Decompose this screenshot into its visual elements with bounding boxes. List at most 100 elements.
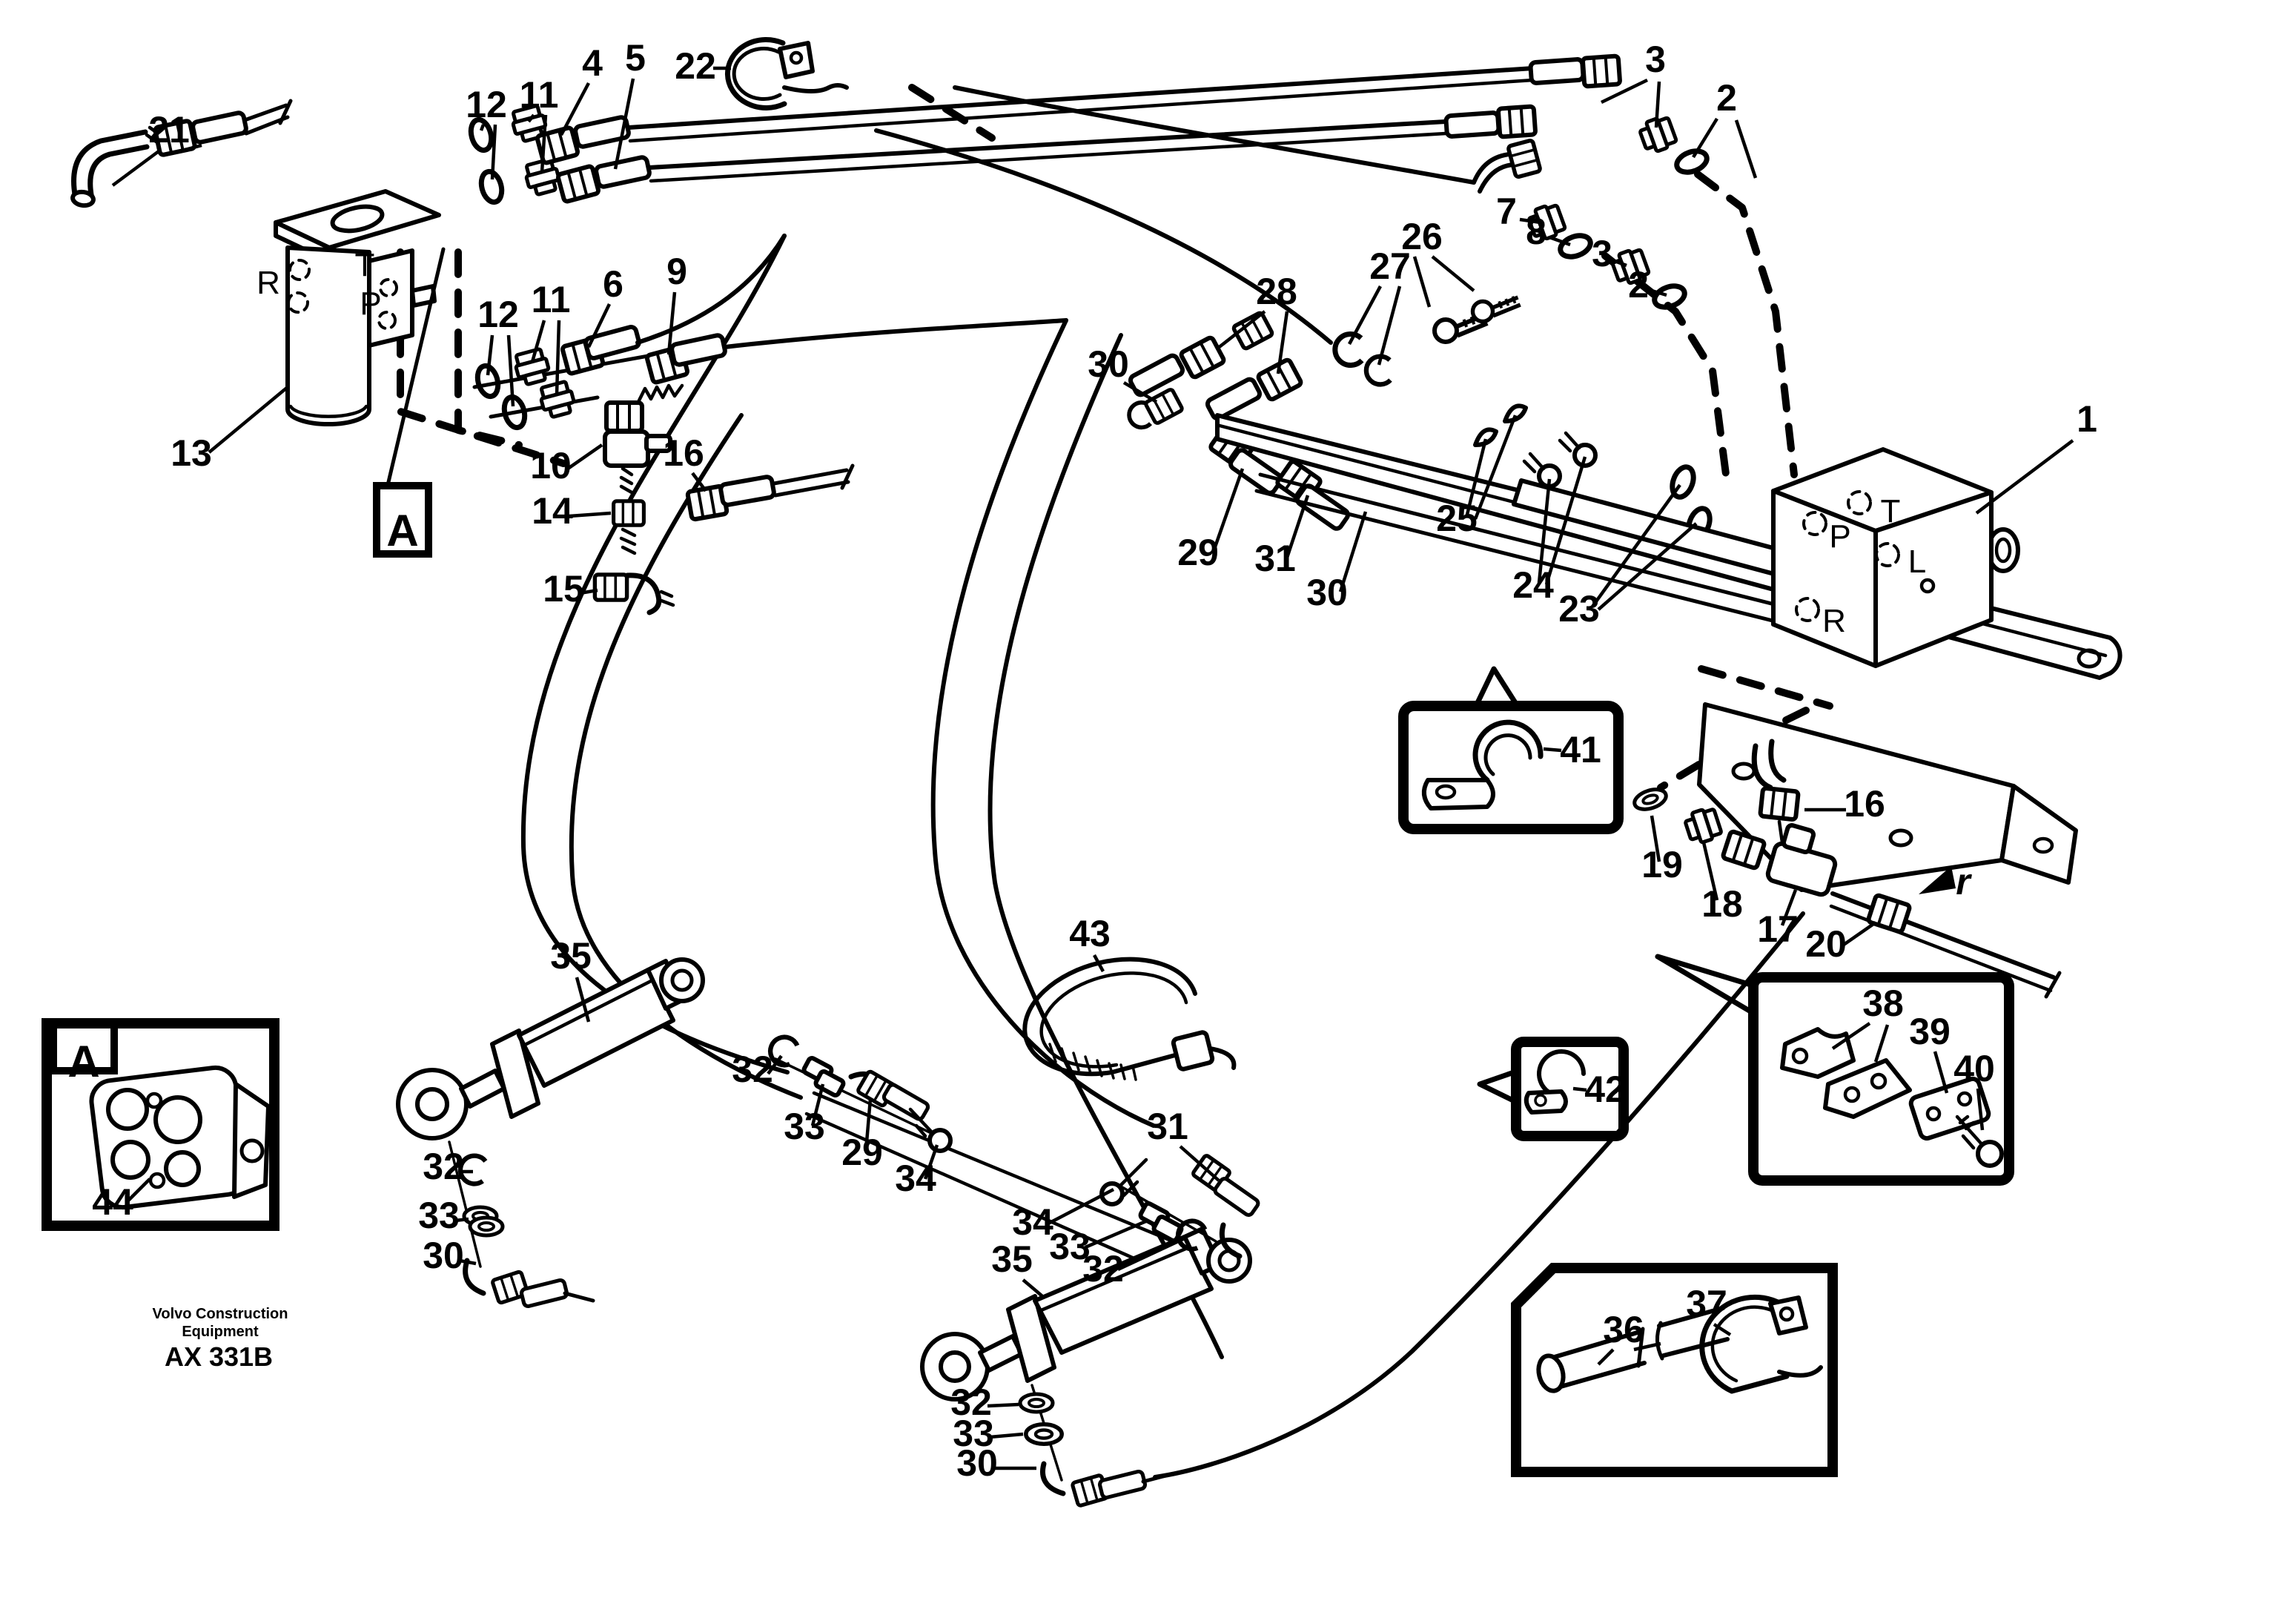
rail-and-valve-block [1215, 413, 2123, 892]
callout-30: 30 [423, 1235, 464, 1276]
leader-lines [111, 66, 2074, 1470]
leader-line-9 [666, 291, 677, 355]
steering-cylinder-upper [396, 957, 705, 1140]
callout-27: 27 [1369, 245, 1411, 287]
leader-line-13 [208, 386, 289, 454]
detail-view-a-letter: A [67, 1037, 99, 1086]
leader-line-2 [1651, 288, 1667, 297]
direction-arrow-r [1919, 866, 1956, 894]
callout-23: 23 [1558, 588, 1600, 630]
callout-19: 19 [1641, 844, 1683, 885]
leader-line-33 [1085, 1218, 1148, 1249]
leader-line-3 [1614, 259, 1627, 268]
leader-line-3 [1654, 81, 1661, 128]
figure-code: AX 331B [165, 1341, 273, 1372]
port-label-T-3: T [1881, 493, 1901, 529]
callout-40: 40 [1953, 1048, 1995, 1089]
callout-15: 15 [543, 568, 584, 610]
callout-41: 41 [1560, 729, 1601, 770]
leader-line-28 [1276, 311, 1289, 374]
callout-35: 35 [550, 935, 592, 977]
callout-29: 29 [841, 1132, 883, 1173]
inset-box-42 [1477, 1037, 1629, 1141]
leader-line-11 [555, 320, 561, 395]
leader-line-27 [1348, 285, 1382, 346]
callout-25: 25 [1436, 498, 1478, 539]
leader-line-2 [1734, 119, 1758, 179]
inset-box-41 [1398, 666, 1624, 834]
hose-pieces-36 [1536, 1306, 1730, 1393]
leader-line-15 [579, 588, 598, 595]
hose-7-8 [953, 85, 1476, 185]
callout-11: 11 [532, 279, 571, 320]
leader-line-24 [1544, 456, 1587, 585]
hose-20 [1830, 891, 2056, 980]
callout-21: 21 [148, 109, 190, 151]
leader-line-14 [569, 511, 612, 518]
callout-32: 32 [1082, 1248, 1124, 1290]
hose-sweep-mid-2 [987, 333, 1224, 1359]
hose-5 [647, 119, 1448, 170]
callout-6: 6 [603, 263, 623, 305]
leader-line-44 [126, 1178, 151, 1203]
leader-line-8 [1549, 235, 1571, 247]
inset-box-38-39-40 [1655, 954, 2014, 1186]
lower-cylinder-clevis-parts [1099, 1155, 1260, 1259]
callout-36: 36 [1603, 1309, 1644, 1350]
leader-line-27 [1377, 285, 1402, 366]
callout-14: 14 [532, 490, 573, 532]
brand-line-2: Equipment [182, 1324, 259, 1340]
port-label-L-5: L [1908, 544, 1926, 580]
leader-line-38 [1831, 1022, 1871, 1050]
callout-3: 3 [1645, 39, 1666, 80]
steering-valve-block [1771, 447, 1994, 668]
filter-unit-13 [274, 189, 446, 484]
leader-line-5 [613, 78, 635, 170]
leader-line-36 [1597, 1348, 1615, 1366]
callout-4: 4 [582, 42, 603, 84]
leader-line-30 [1338, 511, 1368, 592]
detail-ref-a-box [373, 482, 432, 558]
elbow-fitting-21 [70, 99, 293, 208]
callout-38: 38 [1862, 983, 1904, 1024]
leader-line-30 [459, 1258, 477, 1266]
port-label-R-6: R [1822, 603, 1846, 639]
leader-line-32 [987, 1402, 1019, 1408]
hose-6 [635, 234, 787, 345]
leader-line-21 [179, 143, 202, 153]
callout-18: 18 [1701, 883, 1743, 925]
leader-line-21 [111, 150, 160, 187]
leader-line-31 [1285, 495, 1310, 558]
leader-line-3 [1601, 78, 1648, 105]
callout-31: 31 [1254, 538, 1296, 579]
leader-line-34 [923, 1144, 939, 1180]
callout-35: 35 [991, 1238, 1033, 1280]
port-label-R-0: R [257, 265, 280, 301]
leader-line-42 [1572, 1086, 1587, 1092]
leader-line-32 [1117, 1236, 1185, 1272]
leader-line-25 [1464, 438, 1488, 518]
leader-line-7 [1519, 217, 1541, 225]
callout-22: 22 [675, 45, 716, 87]
leader-line-2 [1692, 117, 1718, 159]
valve-body-44 [89, 1065, 271, 1210]
callout-17: 17 [1757, 908, 1799, 950]
callout-33: 33 [418, 1195, 460, 1236]
callout-30: 30 [1306, 572, 1348, 613]
callout-30: 30 [1088, 343, 1129, 385]
callout-32: 32 [423, 1146, 464, 1187]
callout-37: 37 [1686, 1283, 1727, 1324]
leader-line-23 [1591, 483, 1681, 608]
callout-3: 3 [1592, 233, 1612, 274]
port-label-P-2: P [360, 285, 381, 322]
callout-11: 11 [520, 74, 559, 116]
hose-routing [397, 66, 2062, 1479]
leader-line-37 [1713, 1323, 1732, 1336]
callout-r: r [1956, 861, 1972, 902]
leader-line-36 [1633, 1341, 1661, 1352]
cable-tie-43 [1022, 957, 1237, 1081]
callout-34: 34 [1012, 1201, 1053, 1243]
